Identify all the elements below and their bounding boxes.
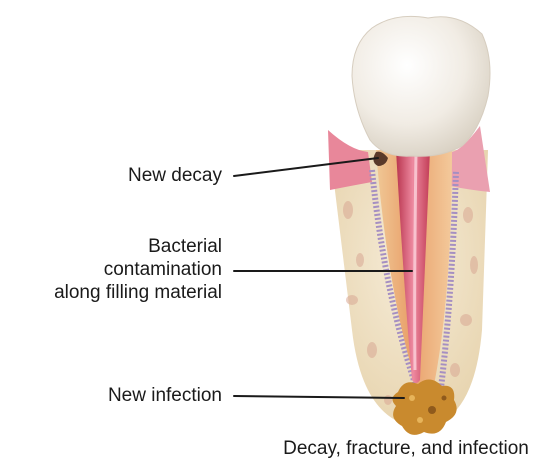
label-new-decay: New decay xyxy=(128,164,222,187)
label-bacterial-line-1: Bacterial xyxy=(54,235,222,258)
label-bacterial-line-2: contamination xyxy=(54,258,222,281)
label-new-infection: New infection xyxy=(108,384,222,407)
label-new-infection-text: New infection xyxy=(108,384,222,407)
tooth-crown xyxy=(352,16,490,156)
label-bacterial-line-3: along filling material xyxy=(54,281,222,304)
label-new-decay-text: New decay xyxy=(128,164,222,187)
figure-caption: Decay, fracture, and infection xyxy=(260,437,552,460)
infection-lesion xyxy=(392,379,456,434)
label-bacterial-contamination: Bacterial contamination along filling ma… xyxy=(54,235,222,304)
